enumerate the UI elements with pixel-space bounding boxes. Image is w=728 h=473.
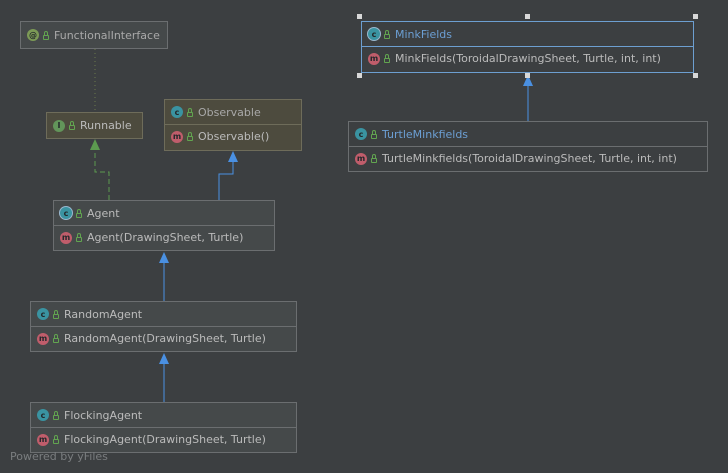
node-title: FlockingAgent xyxy=(64,408,143,422)
node-mink-fields[interactable]: c MinkFields m MinkFields(ToroidalDrawin… xyxy=(361,21,694,73)
powered-by-footer: Powered by yFiles xyxy=(10,450,108,463)
class-icon: c xyxy=(37,308,49,320)
lock-icon xyxy=(384,54,390,63)
method-icon: m xyxy=(37,433,49,446)
lock-icon xyxy=(43,30,49,40)
node-functional-interface[interactable]: @ FunctionalInterface xyxy=(20,21,168,49)
selection-handle-tc[interactable] xyxy=(525,14,530,19)
node-title: MinkFields xyxy=(395,27,453,41)
lock-icon xyxy=(53,309,59,319)
node-title: Agent xyxy=(87,206,120,220)
implements-arrowhead xyxy=(90,139,100,150)
annotation-icon: @ xyxy=(27,29,39,41)
method-icon: m xyxy=(368,52,380,65)
lock-icon xyxy=(53,410,59,420)
class-icon: c xyxy=(355,128,367,140)
node-observable[interactable]: c Observable m Observable() xyxy=(164,99,302,151)
selection-handle-bl[interactable] xyxy=(357,73,362,78)
member-label: Observable() xyxy=(198,130,270,143)
extends-arrowhead-agent xyxy=(159,252,169,263)
member-label: Agent(DrawingSheet, Turtle) xyxy=(87,231,244,244)
selection-handle-bc[interactable] xyxy=(525,73,530,78)
class-icon: c xyxy=(171,106,183,118)
lock-icon xyxy=(69,121,75,130)
lock-icon xyxy=(53,435,59,444)
selection-handle-tr[interactable] xyxy=(693,14,698,19)
lock-icon xyxy=(53,334,59,343)
agent-implements-runnable-edge xyxy=(94,150,110,200)
member-label: RandomAgent(DrawingSheet, Turtle) xyxy=(64,332,266,345)
node-agent[interactable]: c Agent m Agent(DrawingSheet, Turtle) xyxy=(53,200,275,251)
selection-handle-br[interactable] xyxy=(693,73,698,78)
class-icon: c xyxy=(368,28,380,40)
method-icon: m xyxy=(37,332,49,345)
lock-icon xyxy=(187,107,193,117)
lock-icon xyxy=(76,208,82,218)
member-label: MinkFields(ToroidalDrawingSheet, Turtle,… xyxy=(395,52,661,65)
method-icon: m xyxy=(355,152,367,165)
extends-arrowhead-observable xyxy=(228,151,238,162)
node-turtle-minkfields[interactable]: c TurtleMinkfields m TurtleMinkfields(To… xyxy=(348,121,708,172)
extends-arrowhead-randomagent xyxy=(159,353,169,364)
node-title: Runnable xyxy=(80,119,132,132)
lock-icon xyxy=(371,154,377,163)
lock-icon xyxy=(371,129,377,139)
lock-icon xyxy=(384,29,390,39)
selection-handle-tl[interactable] xyxy=(357,14,362,19)
class-icon: c xyxy=(37,409,49,421)
class-icon: c xyxy=(60,207,72,219)
method-icon: m xyxy=(60,231,72,244)
lock-icon xyxy=(187,132,193,141)
agent-extends-observable-edge xyxy=(218,162,234,200)
member-label: FlockingAgent(DrawingSheet, Turtle) xyxy=(64,433,266,446)
method-icon: m xyxy=(171,130,183,143)
node-runnable[interactable]: I Runnable xyxy=(46,112,143,139)
interface-icon: I xyxy=(53,119,65,132)
member-label: TurtleMinkfields(ToroidalDrawingSheet, T… xyxy=(382,152,677,165)
node-title: TurtleMinkfields xyxy=(382,127,469,141)
lock-icon xyxy=(76,233,82,242)
node-flocking-agent[interactable]: c FlockingAgent m FlockingAgent(DrawingS… xyxy=(30,402,297,453)
node-title: Observable xyxy=(198,105,261,119)
node-random-agent[interactable]: c RandomAgent m RandomAgent(DrawingSheet… xyxy=(30,301,297,352)
node-title: RandomAgent xyxy=(64,307,143,321)
node-title: FunctionalInterface xyxy=(54,28,160,42)
